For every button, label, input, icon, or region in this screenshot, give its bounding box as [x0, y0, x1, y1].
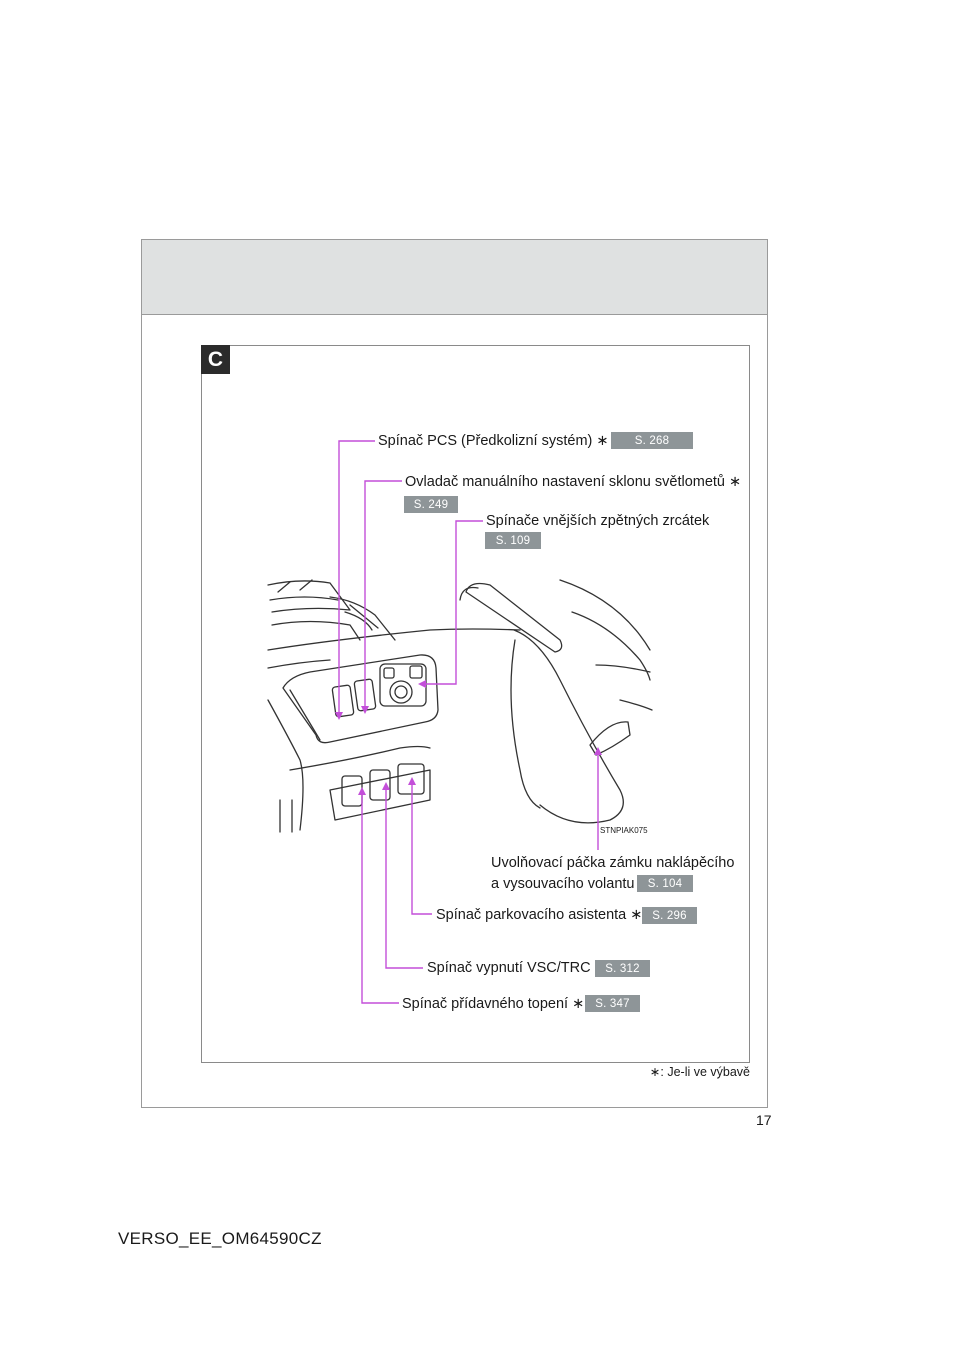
callout-headlight-leveling: Ovladač manuálního nastavení sklonu svět…: [405, 474, 742, 490]
callout-lines: [338, 440, 599, 1004]
page-ref-badge[interactable]: S. 296: [642, 907, 697, 924]
frame-header: [142, 240, 767, 315]
page-ref-badge[interactable]: S. 268: [611, 432, 693, 449]
illustration-box: [201, 345, 750, 1063]
callout-auxiliary-heater: Spínač přídavného topení ∗: [402, 996, 585, 1012]
callout-steering-lever-line1: Uvolňovací páčka zámku naklápěcího: [491, 855, 735, 871]
callout-pcs-switch: Spínač PCS (Předkolizní systém) ∗: [378, 433, 609, 449]
illustration-code: STNPIAK075: [600, 826, 648, 835]
page-ref-badge[interactable]: S. 312: [595, 960, 650, 977]
footnote: ∗: Je-li ve výbavě: [649, 1065, 750, 1079]
page-ref-badge[interactable]: S. 347: [585, 995, 640, 1012]
callout-parking-assist: Spínač parkovacího asistenta ∗: [436, 907, 643, 923]
callout-vsc-trc-off: Spínač vypnutí VSC/TRC: [427, 960, 591, 976]
page-ref-badge[interactable]: S. 104: [637, 875, 693, 892]
page-frame: [141, 239, 768, 1108]
page-ref-badge[interactable]: S. 109: [485, 532, 541, 549]
page-number: 17: [756, 1112, 772, 1128]
callout-mirror-switches: Spínače vnějších zpětných zrcátek: [486, 513, 710, 529]
document-code: VERSO_EE_OM64590CZ: [118, 1229, 322, 1248]
callout-steering-lever-line2: a vysouvacího volantu: [491, 876, 635, 892]
section-tab: C: [201, 345, 230, 374]
page-ref-badge[interactable]: S. 249: [404, 496, 458, 513]
